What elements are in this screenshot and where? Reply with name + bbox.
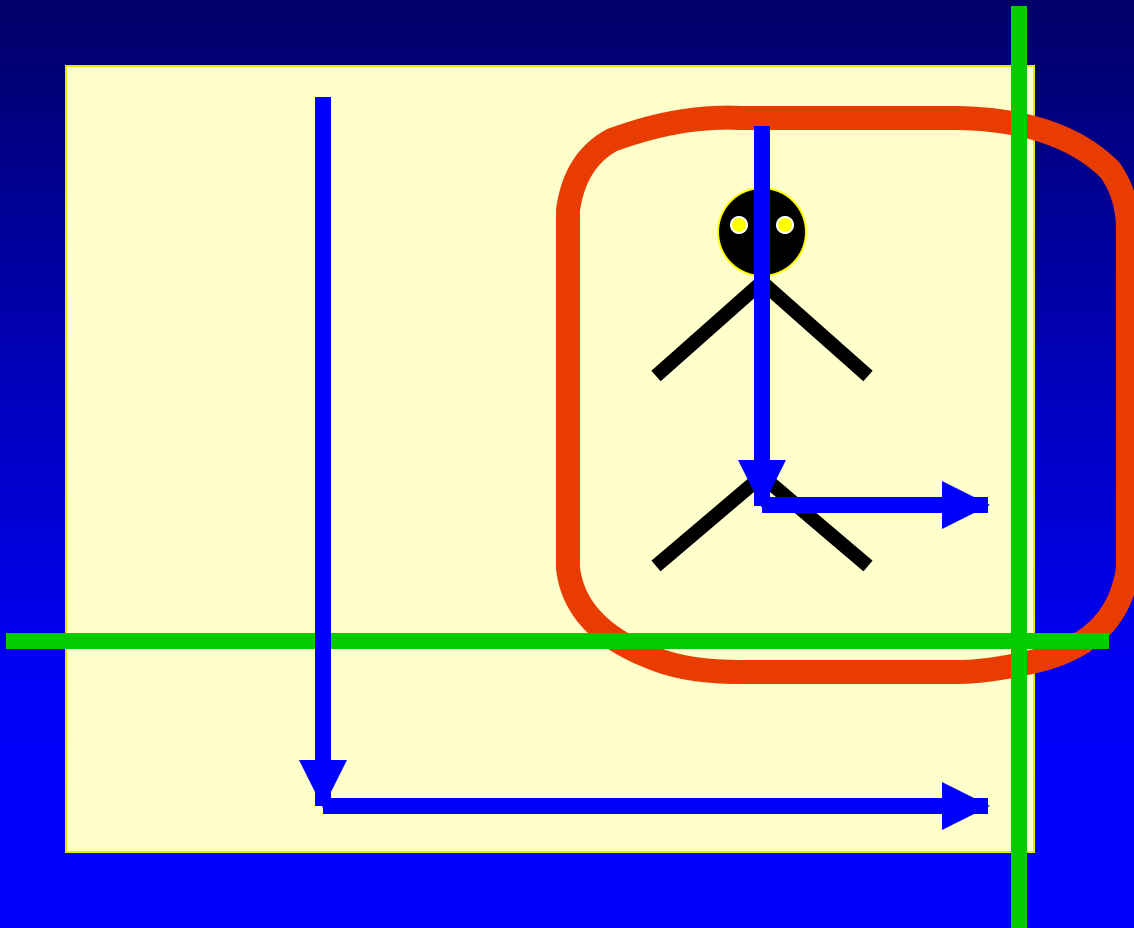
figure-eye-left xyxy=(730,216,748,234)
figure-eye-right xyxy=(776,216,794,234)
figure-arm-left xyxy=(651,276,767,382)
canvas-panel xyxy=(65,65,1035,853)
figure-arm-right xyxy=(757,276,873,382)
highlight-outline xyxy=(556,105,1134,684)
